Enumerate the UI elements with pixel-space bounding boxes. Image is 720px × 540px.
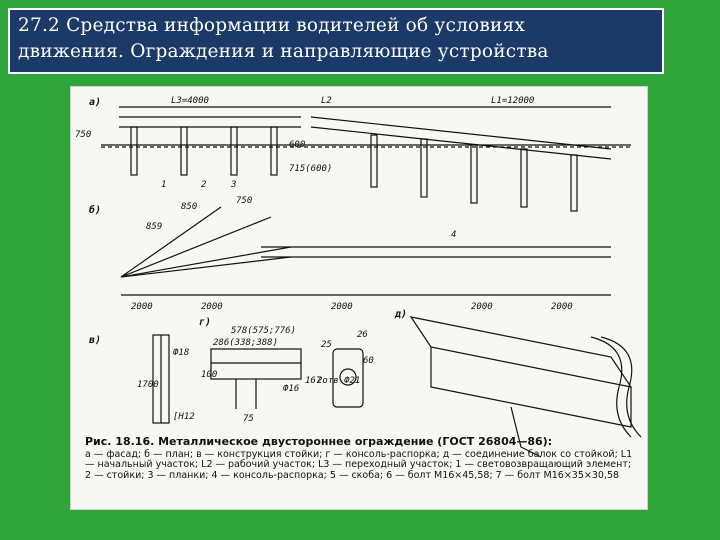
- callout-3: 3: [230, 180, 236, 190]
- caption-title: Рис. 18.16. Металлическое двустороннее о…: [85, 435, 553, 448]
- dim-bolt-holes: 2отв Ф21: [317, 376, 360, 386]
- dim-n167: 167: [305, 376, 322, 386]
- dim-h750: 750: [75, 130, 91, 140]
- dim-h600: 600: [289, 140, 305, 150]
- dim-r75: 75: [243, 414, 254, 424]
- view-label-v: в): [89, 335, 101, 346]
- callout-1: 1: [161, 180, 166, 190]
- dim-h715: 715(600): [289, 164, 332, 174]
- dim-2000-3: 2000: [331, 302, 353, 312]
- label-cn12: [Н12: [173, 412, 195, 422]
- dim-l3: L3=4000: [171, 96, 209, 106]
- dim-n26: 26: [357, 330, 368, 340]
- dim-s850: 850: [181, 202, 197, 212]
- dim-l1: L1=12000: [491, 96, 534, 106]
- dim-l2: L2: [321, 96, 332, 106]
- dim-w578: 578(575;776): [231, 326, 296, 336]
- dim-n60: 60: [363, 356, 374, 366]
- dim-2000-5: 2000: [551, 302, 573, 312]
- dim-s750: 750: [236, 196, 252, 206]
- dim-2000-2: 2000: [201, 302, 223, 312]
- figure-caption: Рис. 18.16. Металлическое двустороннее о…: [85, 435, 633, 481]
- dim-b216: Ф16: [283, 384, 299, 394]
- dim-h1700: 1700: [137, 380, 159, 390]
- dim-2000-4: 2000: [471, 302, 493, 312]
- callout-2: 2: [201, 180, 206, 190]
- view-label-a: а): [89, 97, 101, 108]
- dim-n25: 25: [321, 340, 332, 350]
- drawing-svg: а) L3=4000 L2 L1=12000 750 600 715(600) …: [75, 96, 642, 458]
- dim-p8: Ф18: [173, 348, 189, 358]
- slide-title: 27.2 Средства информации водителей об ус…: [8, 8, 664, 74]
- technical-drawing: а) L3=4000 L2 L1=12000 750 600 715(600) …: [70, 86, 648, 510]
- view-label-b: б): [89, 204, 101, 216]
- dim-2000-1: 2000: [131, 302, 153, 312]
- caption-body: а — фасад; б — план; в — конструкция сто…: [85, 448, 633, 481]
- callout-4: 4: [451, 230, 456, 240]
- dim-s859: 859: [146, 222, 162, 232]
- dim-w286: 286(338;388): [213, 338, 278, 348]
- view-label-d: д): [394, 309, 407, 320]
- slide-title-line2: движения. Ограждения и направляющие устр…: [18, 41, 549, 62]
- slide-title-line1: 27.2 Средства информации водителей об ус…: [18, 15, 526, 36]
- dim-n100: 100: [201, 370, 217, 380]
- view-label-g: г): [199, 317, 211, 328]
